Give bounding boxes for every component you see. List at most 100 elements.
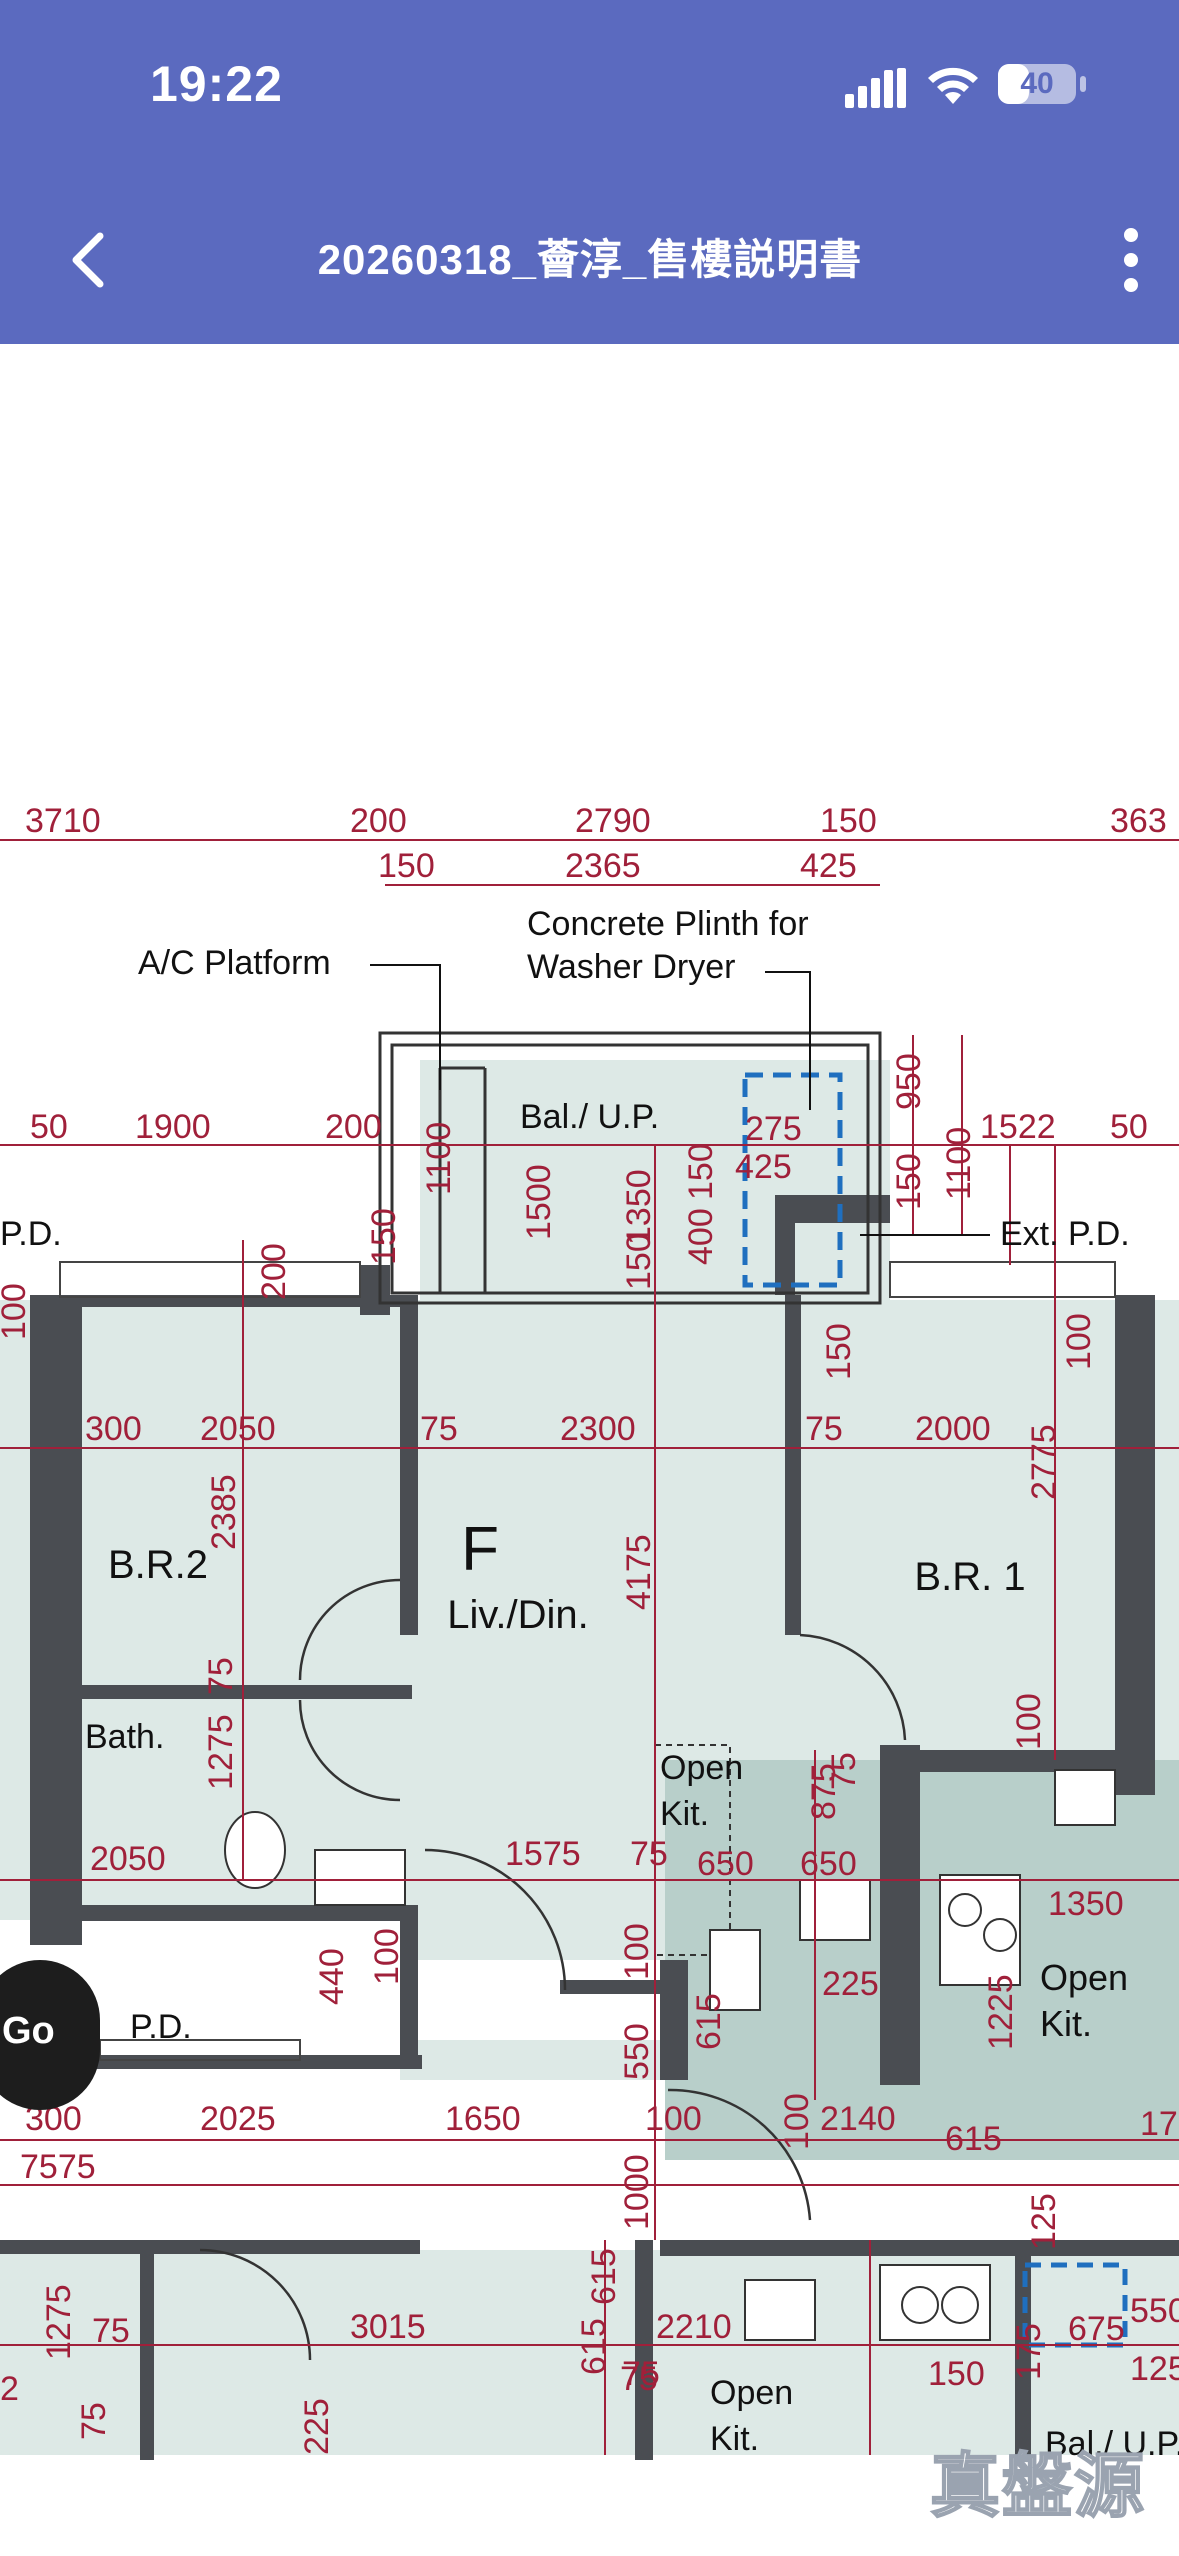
room-living-dining: Liv./Din. xyxy=(447,1593,589,1637)
dimension-label: 875 xyxy=(805,1763,843,1820)
dimension-label: 2385 xyxy=(205,1474,243,1550)
flat-letter: F xyxy=(461,1515,499,1584)
dimension-label: 615 xyxy=(690,1993,728,2050)
room-balcony: Bal./ U.P. xyxy=(520,1098,659,1136)
dimension-label: 2 xyxy=(0,2370,19,2408)
dimension-label: 75 xyxy=(202,1657,240,1695)
wifi-icon xyxy=(928,67,978,104)
dimension-label: 150 xyxy=(820,802,877,840)
dimension-label: 650 xyxy=(697,1845,754,1883)
balcony-outline xyxy=(378,1031,882,1305)
dimension-label: 2775 xyxy=(1025,1424,1063,1500)
dimension-label: 2210 xyxy=(656,2308,732,2346)
dimension-label: 2300 xyxy=(560,1410,636,1448)
room-balcony-partial: Bal./ U.P. xyxy=(1045,2425,1179,2463)
dimension-label: 615 xyxy=(585,2248,623,2305)
dimension-label: 100 xyxy=(778,2093,816,2150)
dimension-label: 150 xyxy=(890,1153,928,1210)
dimension-label: 400 xyxy=(682,1208,720,1265)
room-labels: F Liv./Din. B.R. 1 B.R.2 Bath. Bal./ U.P… xyxy=(0,905,1179,2463)
dimension-label: 175 xyxy=(1010,2323,1048,2380)
room-bedroom-2: B.R.2 xyxy=(108,1543,208,1587)
dimension-label: 150 xyxy=(365,1208,403,1265)
top-app-bar xyxy=(0,0,1179,344)
dimension-label: 150 xyxy=(928,2355,985,2393)
cellular-signal-icon xyxy=(845,68,906,108)
dimension-label: 50 xyxy=(30,1108,68,1146)
fixtures xyxy=(224,1744,1128,2348)
dimension-label: 7575 xyxy=(20,2148,96,2186)
dimension-label: 425 xyxy=(735,1148,792,1186)
dimension-label: 550 xyxy=(1130,2292,1179,2330)
dimension-label: 2790 xyxy=(575,802,651,840)
dimension-label: 2140 xyxy=(820,2100,896,2138)
dimension-label: 150 xyxy=(620,1233,658,1290)
status-bar: 19:22 40 xyxy=(0,0,1179,170)
dimension-label: 1350 xyxy=(1048,1885,1124,1923)
dimension-label: 550 xyxy=(618,2023,656,2080)
dimension-label: 300 xyxy=(85,1410,142,1448)
dimension-label: 200 xyxy=(255,1243,293,1300)
more-dot xyxy=(1124,228,1138,242)
dimension-label: 100 xyxy=(0,1283,33,1340)
floor-plan-page[interactable]: F Liv./Din. B.R. 1 B.R.2 Bath. Bal./ U.P… xyxy=(0,720,1179,2556)
dimension-label: 1575 xyxy=(505,1835,581,1873)
dimension-label: 125 xyxy=(1025,2193,1063,2250)
navigation-bar: 20260318_薈淳_售樓説明書 xyxy=(0,200,1179,320)
dimension-label: 150 xyxy=(682,1143,720,1200)
back-button[interactable] xyxy=(60,230,120,290)
dimension-label: 1100 xyxy=(940,1127,978,1200)
dimension-label: 1900 xyxy=(135,1108,211,1146)
dimension-label: 225 xyxy=(298,2398,336,2455)
room-open-kitchen-1: Open Kit. xyxy=(660,1749,743,1833)
dimension-label: 100 xyxy=(1060,1313,1098,1370)
dimension-label: 1275 xyxy=(202,1714,240,1790)
washer-plinth xyxy=(742,1072,843,1288)
dimension-label: 75 xyxy=(630,1835,668,1873)
dimension-label: 125 xyxy=(1130,2350,1179,2388)
dimension-label: 1100 xyxy=(420,1122,458,1195)
dimension-label: 950 xyxy=(890,1053,928,1110)
dimension-label: 75 xyxy=(620,2360,658,2398)
more-options-button[interactable] xyxy=(1110,228,1150,292)
label-plinth-line2: Washer Dryer xyxy=(527,948,735,986)
dimension-label: 615 xyxy=(575,2318,613,2375)
go-button[interactable]: Go xyxy=(0,1960,100,2110)
dimension-label: 150 xyxy=(378,847,435,885)
dimension-label: 176 xyxy=(1140,2105,1179,2143)
more-dot xyxy=(1124,253,1138,267)
dimension-label: 1650 xyxy=(445,2100,521,2138)
more-dot xyxy=(1124,278,1138,292)
document-title: 20260318_薈淳_售樓説明書 xyxy=(317,236,863,283)
go-button-label: Go xyxy=(2,2010,55,2052)
dimension-label: 1000 xyxy=(618,2154,656,2230)
dimension-label: 615 xyxy=(945,2120,1002,2158)
windows xyxy=(59,1261,1116,2061)
dimension-label: 100 xyxy=(645,2100,702,2138)
room-open-kitchen-2: Open Kit. xyxy=(1040,1957,1128,2044)
label-ext-pd: Ext. P.D. xyxy=(1000,1215,1130,1253)
watermark-logo: 真盤源 xyxy=(929,2444,1146,2528)
dimension-label: 1275 xyxy=(40,2284,78,2360)
dimension-label: 275 xyxy=(745,1110,802,1148)
leader-lines xyxy=(370,964,990,1236)
room-bedroom-1: B.R. 1 xyxy=(914,1555,1025,1599)
dimension-lines xyxy=(0,839,1179,2455)
dimension-label: 3015 xyxy=(350,2308,426,2346)
dimension-label: 150 xyxy=(820,1323,858,1380)
dimension-label: 75 xyxy=(805,1410,843,1448)
dimension-label: 100 xyxy=(1010,1693,1048,1750)
dimension-label: 3710 xyxy=(25,802,101,840)
dimension-label: 2000 xyxy=(915,1410,991,1448)
room-pipe-duct: P.D. xyxy=(130,2008,192,2046)
dimension-label: 2365 xyxy=(565,847,641,885)
dimension-label: 650 xyxy=(800,1845,857,1883)
dimension-label: 425 xyxy=(800,847,857,885)
dimension-label: 75 xyxy=(420,1410,458,1448)
label-plinth-line1: Concrete Plinth for xyxy=(527,905,809,943)
battery-icon: 40 xyxy=(998,64,1076,104)
dimension-label: 363 xyxy=(1110,802,1167,840)
dimension-label: 50 xyxy=(1110,1108,1148,1146)
room-bathroom: Bath. xyxy=(85,1718,164,1756)
